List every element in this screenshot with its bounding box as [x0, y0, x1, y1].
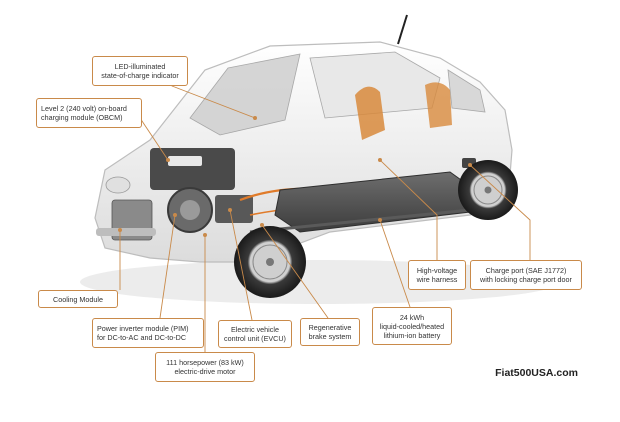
callout-cooling-module: Cooling Module: [38, 290, 118, 308]
leader-harness: [379, 159, 438, 260]
callout-charging-line2: charging module (OBCM): [41, 113, 123, 122]
callout-wire-harness: High-voltage wire harness: [408, 260, 466, 290]
front-seat: [355, 86, 385, 140]
front-wheel: [234, 226, 306, 298]
charger-label-strip: [168, 156, 202, 166]
callout-chargeport-line2: with locking charge port door: [480, 275, 572, 284]
callout-regen-line1: Regenerative: [308, 323, 352, 332]
callout-motor: 111 horsepower (83 kW) electric-drive mo…: [155, 352, 255, 382]
leader-chargeport: [469, 164, 531, 260]
callout-evcu-line1: Electric vehicle: [231, 325, 279, 334]
callout-chargeport-line1: Charge port (SAE J1772): [485, 266, 567, 275]
watermark-text: Fiat500USA.com: [495, 367, 578, 379]
callout-harness-line2: wire harness: [416, 275, 458, 284]
callout-evcu: Electric vehicle control unit (EVCU): [218, 320, 292, 348]
inverter-block: [215, 195, 253, 223]
callout-regen-line2: brake system: [308, 332, 352, 341]
onboard-charger-block: [150, 148, 235, 190]
leader-charger: [139, 117, 169, 161]
callout-inverter-line2: for DC-to-AC and DC-to-DC: [97, 333, 187, 342]
callout-inverter-line1: Power inverter module (PIM): [97, 324, 189, 333]
front-grille: [96, 228, 156, 236]
callout-charge-port: Charge port (SAE J1772) with locking cha…: [470, 260, 582, 290]
leader-regen: [261, 224, 329, 319]
leader-inverter: [159, 214, 176, 319]
callout-cooling-line1: Cooling Module: [53, 294, 103, 304]
callout-led-indicator: LED-illuminated state-of-charge indicato…: [92, 56, 188, 86]
rear-window: [447, 69, 486, 113]
callout-led-line1: LED-illuminated: [114, 62, 166, 71]
leader-battery: [379, 219, 411, 308]
callout-power-inverter: Power inverter module (PIM) for DC-to-AC…: [92, 318, 204, 348]
callout-led-line2: state-of-charge indicator: [101, 71, 179, 80]
rear-wheel: [458, 160, 518, 220]
callout-regen-brake: Regenerative brake system: [300, 318, 360, 346]
callout-motor-line1: 111 horsepower (83 kW): [166, 358, 244, 367]
callout-battery-line2: liquid-cooled/heated: [379, 321, 445, 331]
leader-evcu: [229, 209, 253, 321]
callout-evcu-line2: control unit (EVCU): [224, 334, 286, 343]
callout-charging-module: Level 2 (240 volt) on-board charging mod…: [36, 98, 142, 128]
callout-battery-line3: lithium-ion battery: [383, 330, 441, 340]
antenna: [397, 14, 408, 45]
headlight: [105, 176, 131, 194]
callout-battery: 24 kWh liquid-cooled/heated lithium-ion …: [372, 307, 452, 345]
callout-charging-line1: Level 2 (240 volt) on-board: [41, 104, 127, 113]
leader-dots: [118, 116, 472, 237]
windshield: [189, 53, 301, 136]
rear-seat: [425, 82, 452, 128]
callout-harness-line1: High-voltage: [416, 266, 458, 275]
callout-battery-line1: 24 kWh: [399, 312, 425, 322]
motor-core: [180, 200, 200, 220]
callout-motor-line2: electric-drive motor: [174, 367, 236, 376]
leader-lines: [119, 72, 531, 352]
